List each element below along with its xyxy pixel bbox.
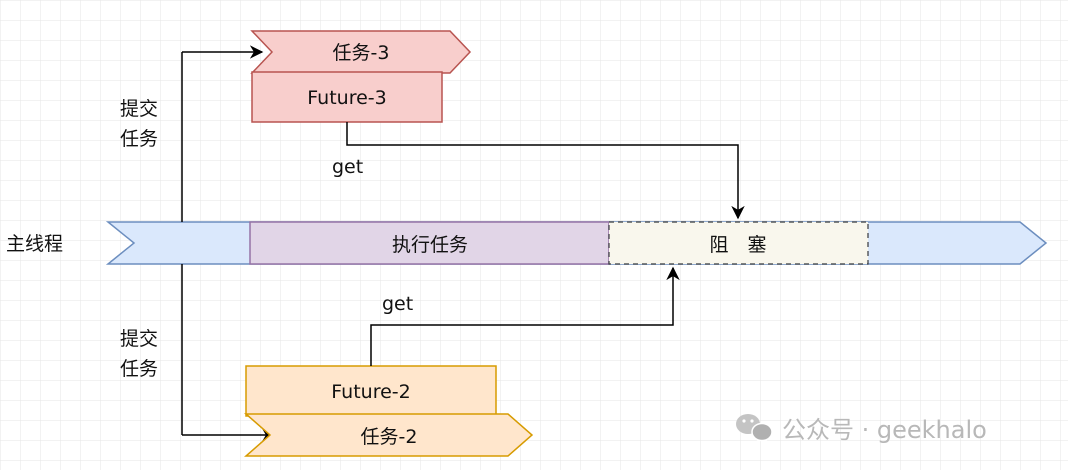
submit-label-top-line2: 任务 xyxy=(120,128,158,150)
block-segment xyxy=(608,221,869,265)
block-label: 阻 塞 xyxy=(709,234,766,256)
task3-label: 任务-3 xyxy=(333,42,390,64)
future2-label: Future-2 xyxy=(331,381,410,403)
get-arrow-future2 xyxy=(370,266,680,366)
watermark-text: 公众号 · geekhalo xyxy=(782,416,987,444)
task2-label: 任务-2 xyxy=(361,426,418,448)
submit-label-bottom-line2: 任务 xyxy=(120,358,158,380)
wechat-icon xyxy=(736,414,773,442)
execute-task-block xyxy=(249,221,610,265)
get-arrow-future3 xyxy=(346,122,745,220)
execute-task-label: 执行任务 xyxy=(392,234,468,256)
submit-label-top-line1: 提交 xyxy=(120,98,158,120)
future3-label: Future-3 xyxy=(307,87,386,109)
get-label-bottom: get xyxy=(382,293,413,315)
main-thread-label: 主线程 xyxy=(6,233,63,255)
submit-label-bottom-line1: 提交 xyxy=(120,328,158,350)
task2-shape xyxy=(244,413,534,457)
future3-box xyxy=(251,71,443,123)
get-label-top: get xyxy=(332,156,363,178)
task3-shape xyxy=(250,30,472,74)
